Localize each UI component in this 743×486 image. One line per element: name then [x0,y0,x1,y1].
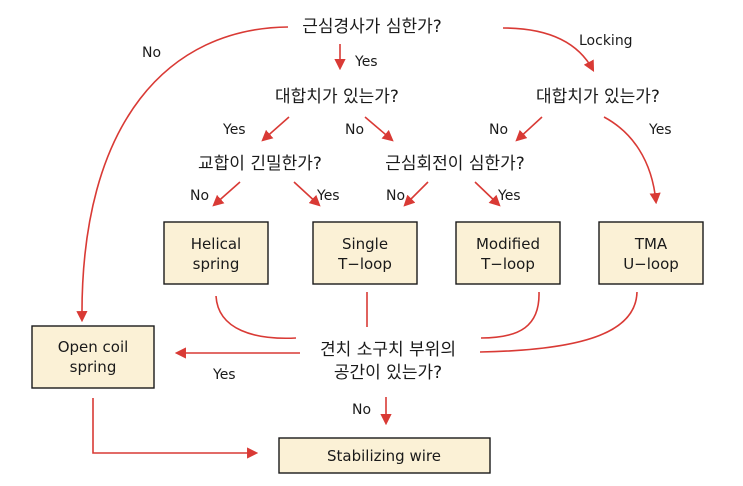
box-tma-u-loop-line2: U−loop [623,255,679,273]
box-open-coil-spring-line2: spring [70,358,117,376]
box-tma-u-loop: TMA U−loop [598,221,704,285]
box-modified-t-loop-line2: T−loop [480,255,535,273]
label-no-helical: No [190,188,209,204]
box-single-t-loop: Single T−loop [312,221,418,285]
label-locking: Locking [579,33,633,49]
box-helical-spring-line1: Helical [191,235,241,253]
label-no-left: No [345,122,364,138]
box-stabilizing-wire-label: Stabilizing wire [327,447,441,465]
arrow-right-no-to-rotation [515,116,543,142]
line-helical-to-space [215,295,297,340]
label-yes-open-coil: Yes [212,367,236,383]
box-single-t-loop-line1: Single [342,235,388,253]
question-space-line1: 견치 소구치 부위의 [320,340,456,360]
label-no-root: No [142,45,161,61]
label-yes-left: Yes [222,122,246,138]
arrow-right-yes-to-tma [603,116,661,205]
arrow-root-locking [502,27,595,72]
arrow-bite-yes-to-single [293,181,321,207]
label-yes-modified: Yes [497,188,521,204]
box-tma-u-loop-line1: TMA [634,235,668,253]
line-tma-to-space [479,291,638,353]
arrow-left-no-to-rotation [364,116,394,142]
question-mesial-rotation: 근심회전이 심한가? [385,154,525,174]
line-modified-to-space [480,291,540,339]
arrow-bite-no-to-helical [212,181,241,207]
question-opposing-tooth-right: 대합치가 있는가? [536,87,660,107]
arrow-rotation-no-to-single [403,181,429,207]
arrow-root-no-to-open-coil [76,26,289,323]
arrow-left-yes-to-bite [261,116,290,142]
box-helical-spring-line2: spring [193,255,240,273]
label-yes-right: Yes [648,122,672,138]
box-open-coil-spring: Open coil spring [31,325,155,389]
arrow-open-coil-to-stabilizing [92,398,259,459]
label-yes-root: Yes [354,54,378,70]
box-modified-t-loop-line1: Modified [476,235,540,253]
label-no-single: No [386,188,405,204]
arrow-rotation-yes-to-modified [474,181,501,207]
label-yes-single: Yes [316,188,340,204]
label-no-right: No [489,122,508,138]
box-open-coil-spring-line1: Open coil [58,338,129,356]
question-tight-occlusion: 교합이 긴밀한가? [198,154,322,174]
label-no-stabilizing: No [352,402,371,418]
box-modified-t-loop: Modified T−loop [455,221,561,285]
question-space-line2: 공간이 있는가? [334,363,442,383]
box-single-t-loop-line2: T−loop [337,255,392,273]
question-mesial-tipping: 근심경사가 심한가? [302,17,442,37]
box-helical-spring: Helical spring [163,221,269,285]
box-stabilizing-wire: Stabilizing wire [278,437,491,474]
question-opposing-tooth-left: 대합치가 있는가? [275,87,399,107]
